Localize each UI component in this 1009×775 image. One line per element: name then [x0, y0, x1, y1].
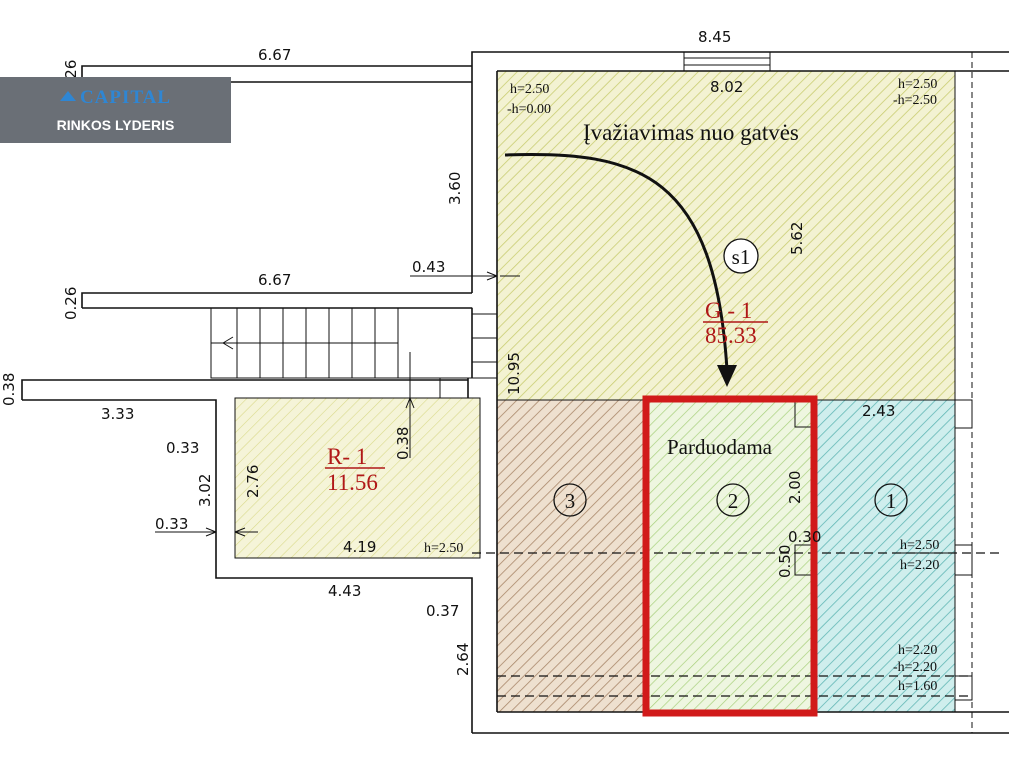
room-g1-area: 85.33 — [705, 323, 757, 348]
dim-label: 8.02 — [710, 78, 743, 96]
dim-label: 4.19 — [343, 538, 376, 556]
dimension-arrows — [155, 271, 520, 537]
dim-label: 2.43 — [862, 402, 895, 420]
room-r1-area: 11.56 — [327, 470, 378, 495]
dim-label: 10.95 — [505, 352, 523, 395]
dim-label: 0.38 — [394, 427, 412, 460]
arrow-head-icon — [717, 365, 737, 387]
height-note: h=2.20 — [900, 558, 939, 573]
height-note: h=2.50 — [424, 541, 463, 556]
dim-label: 2.76 — [244, 465, 262, 498]
mark-3: 3 — [565, 489, 576, 513]
height-note: h=2.20 — [898, 643, 937, 658]
height-note: -h=2.20 — [893, 660, 937, 675]
dim-label: 0.33 — [155, 515, 188, 533]
room-r1-code: R- 1 — [327, 444, 367, 469]
height-note: h=2.50 — [898, 77, 937, 92]
entrance-arrow — [504, 153, 729, 371]
height-note: h=1.60 — [898, 679, 937, 694]
sale-outline — [642, 395, 818, 717]
room-r1 — [234, 397, 481, 559]
walls — [21, 51, 1009, 734]
parking-zone-3 — [497, 400, 644, 712]
dim-label: 6.67 — [258, 46, 291, 64]
dim-label: 0.26 — [62, 287, 80, 320]
parking-zone-2 — [644, 400, 814, 712]
dim-label: 3.33 — [101, 405, 134, 423]
dim-label: 8.45 — [698, 28, 731, 46]
logo-brand: CAPITAL — [0, 87, 231, 109]
dim-label: 0.37 — [426, 602, 459, 620]
sale-label: Parduodama — [667, 435, 773, 459]
dim-label: 2.00 — [786, 471, 804, 504]
garage-zone — [497, 71, 955, 400]
height-note: -h=0.00 — [507, 102, 551, 117]
dim-label: 6.67 — [258, 271, 291, 289]
height-note: -h=2.50 — [893, 93, 937, 108]
dim-label: 4.43 — [328, 582, 361, 600]
mark-2: 2 — [728, 489, 739, 513]
logo-house-icon — [59, 91, 76, 101]
parking-zone-1 — [814, 400, 955, 712]
dim-label: 0.38 — [0, 373, 18, 406]
mark-s1: s1 — [732, 245, 751, 269]
dim-label: 0.33 — [166, 439, 199, 457]
logo-tagline: RINKOS LYDERIS — [56, 117, 175, 133]
logo-badge: CAPITAL RINKOS LYDERIS — [0, 77, 231, 143]
room-g1-code: G - 1 — [705, 298, 752, 323]
dim-label: 0.30 — [788, 528, 821, 546]
dim-label: 0.50 — [776, 545, 794, 578]
dim-label: 0.43 — [412, 258, 445, 276]
mark-1: 1 — [886, 489, 897, 513]
height-note: h=2.50 — [510, 82, 549, 97]
dim-label: 5.62 — [788, 222, 806, 255]
entrance-text: Įvažiavimas nuo gatvės — [583, 120, 799, 145]
dim-label: 2.64 — [454, 643, 472, 676]
height-note: h=2.50 — [900, 538, 939, 553]
dim-label: 3.60 — [446, 172, 464, 205]
dim-label: 3.02 — [196, 474, 214, 507]
